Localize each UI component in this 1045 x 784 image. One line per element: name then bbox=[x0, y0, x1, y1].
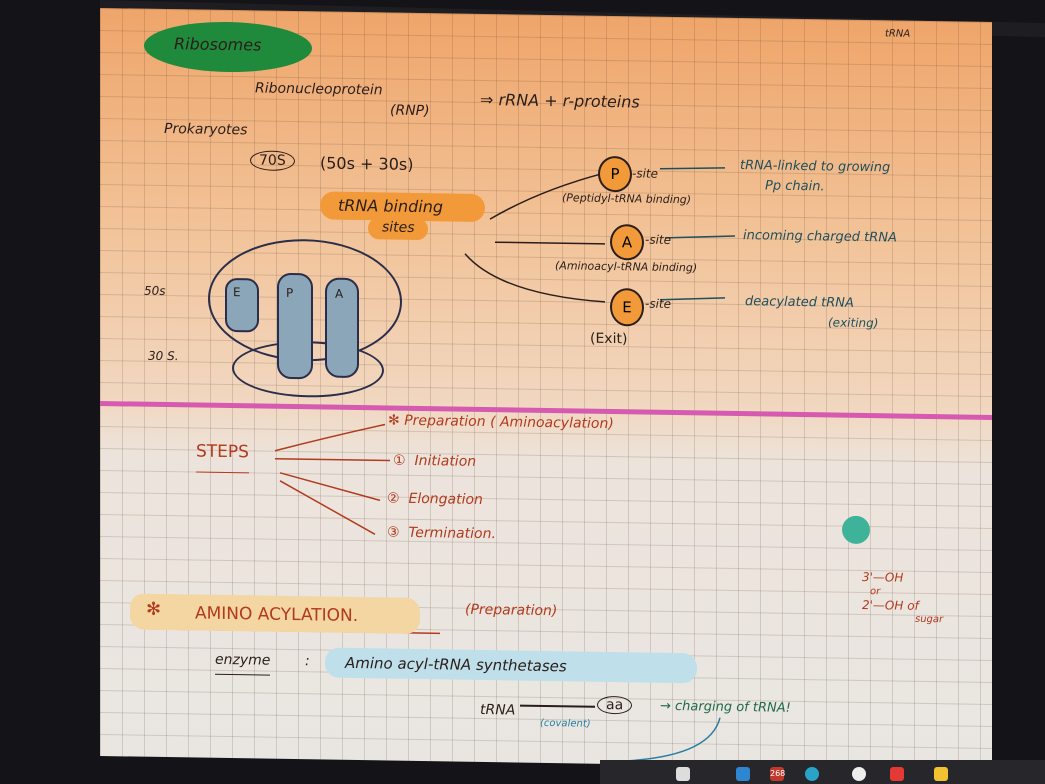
covalent-label: (covalent) bbox=[540, 717, 591, 730]
step-marker: ② bbox=[387, 490, 400, 507]
p-site-desc: (Peptidyl-tRNA binding) bbox=[562, 191, 692, 207]
side-note-or: or bbox=[870, 586, 881, 598]
p-site-circle: P bbox=[598, 155, 632, 193]
e-site-note-2: (exiting) bbox=[828, 315, 879, 331]
step-label: Elongation bbox=[408, 490, 483, 509]
step-elongation: ② Elongation bbox=[387, 491, 483, 509]
a-site-suffix: -site bbox=[645, 232, 672, 247]
aa-label: aa bbox=[597, 695, 633, 715]
side-note-2: 2'—OH of bbox=[862, 597, 919, 613]
e-site-desc: (Exit) bbox=[590, 330, 628, 348]
a-site-note: incoming charged tRNA bbox=[743, 228, 897, 246]
step-marker: ✻ bbox=[388, 412, 400, 429]
corner-note: tRNA bbox=[885, 28, 911, 40]
step-marker: ① bbox=[393, 452, 406, 469]
step-label: Termination. bbox=[408, 524, 496, 543]
teal-dot bbox=[842, 515, 870, 545]
step-label: Initiation bbox=[414, 452, 477, 470]
taskbar-folder-icon[interactable] bbox=[934, 767, 948, 781]
taskbar-edge-icon[interactable] bbox=[805, 767, 819, 781]
a-site-circle: A bbox=[610, 224, 644, 261]
step-initiation: ① Initiation bbox=[393, 453, 476, 470]
enzyme-name: Amino acyl-tRNA synthetases bbox=[345, 653, 567, 676]
side-note-1: 3'—OH bbox=[862, 569, 904, 585]
enzyme-label: enzyme bbox=[215, 651, 271, 676]
taskbar-badge-icon[interactable]: 268 bbox=[770, 767, 785, 781]
p-site-note: tRNA-linked to growing bbox=[740, 158, 891, 176]
enzyme-colon: : bbox=[305, 653, 310, 670]
p-site-suffix: -site bbox=[632, 166, 659, 181]
p-site-note-2: Pp chain. bbox=[765, 178, 825, 195]
a-site-desc: (Aminoacyl-tRNA binding) bbox=[555, 259, 698, 275]
taskbar bbox=[600, 760, 1045, 784]
aminoacylation-marker: ✻ bbox=[146, 598, 162, 620]
e-site-suffix: -site bbox=[645, 296, 672, 311]
aminoacylation-title: AMINO ACYLATION. bbox=[195, 603, 359, 627]
trna-label: tRNA bbox=[480, 701, 516, 719]
taskbar-clock-icon[interactable] bbox=[852, 767, 866, 781]
e-site-note: deacylated tRNA bbox=[745, 294, 854, 311]
e-site-circle: E bbox=[610, 288, 644, 327]
notes-page: Ribosomes Ribonucleoprotein (RNP) ⇒ rRNA… bbox=[100, 8, 992, 771]
step-marker: ③ bbox=[387, 524, 400, 541]
side-note-3: sugar bbox=[915, 613, 944, 626]
taskbar-app-icon[interactable] bbox=[736, 767, 750, 781]
steps-label: STEPS bbox=[196, 441, 249, 474]
charging-note: → charging of tRNA! bbox=[660, 698, 791, 716]
taskbar-youtube-icon[interactable] bbox=[890, 767, 904, 781]
step-termination: ③ Termination. bbox=[387, 525, 496, 543]
aminoacylation-sub: (Preparation) bbox=[465, 601, 558, 620]
taskbar-app-icon[interactable] bbox=[676, 767, 690, 781]
step-label: Preparation ( Aminoacylation) bbox=[404, 412, 614, 433]
